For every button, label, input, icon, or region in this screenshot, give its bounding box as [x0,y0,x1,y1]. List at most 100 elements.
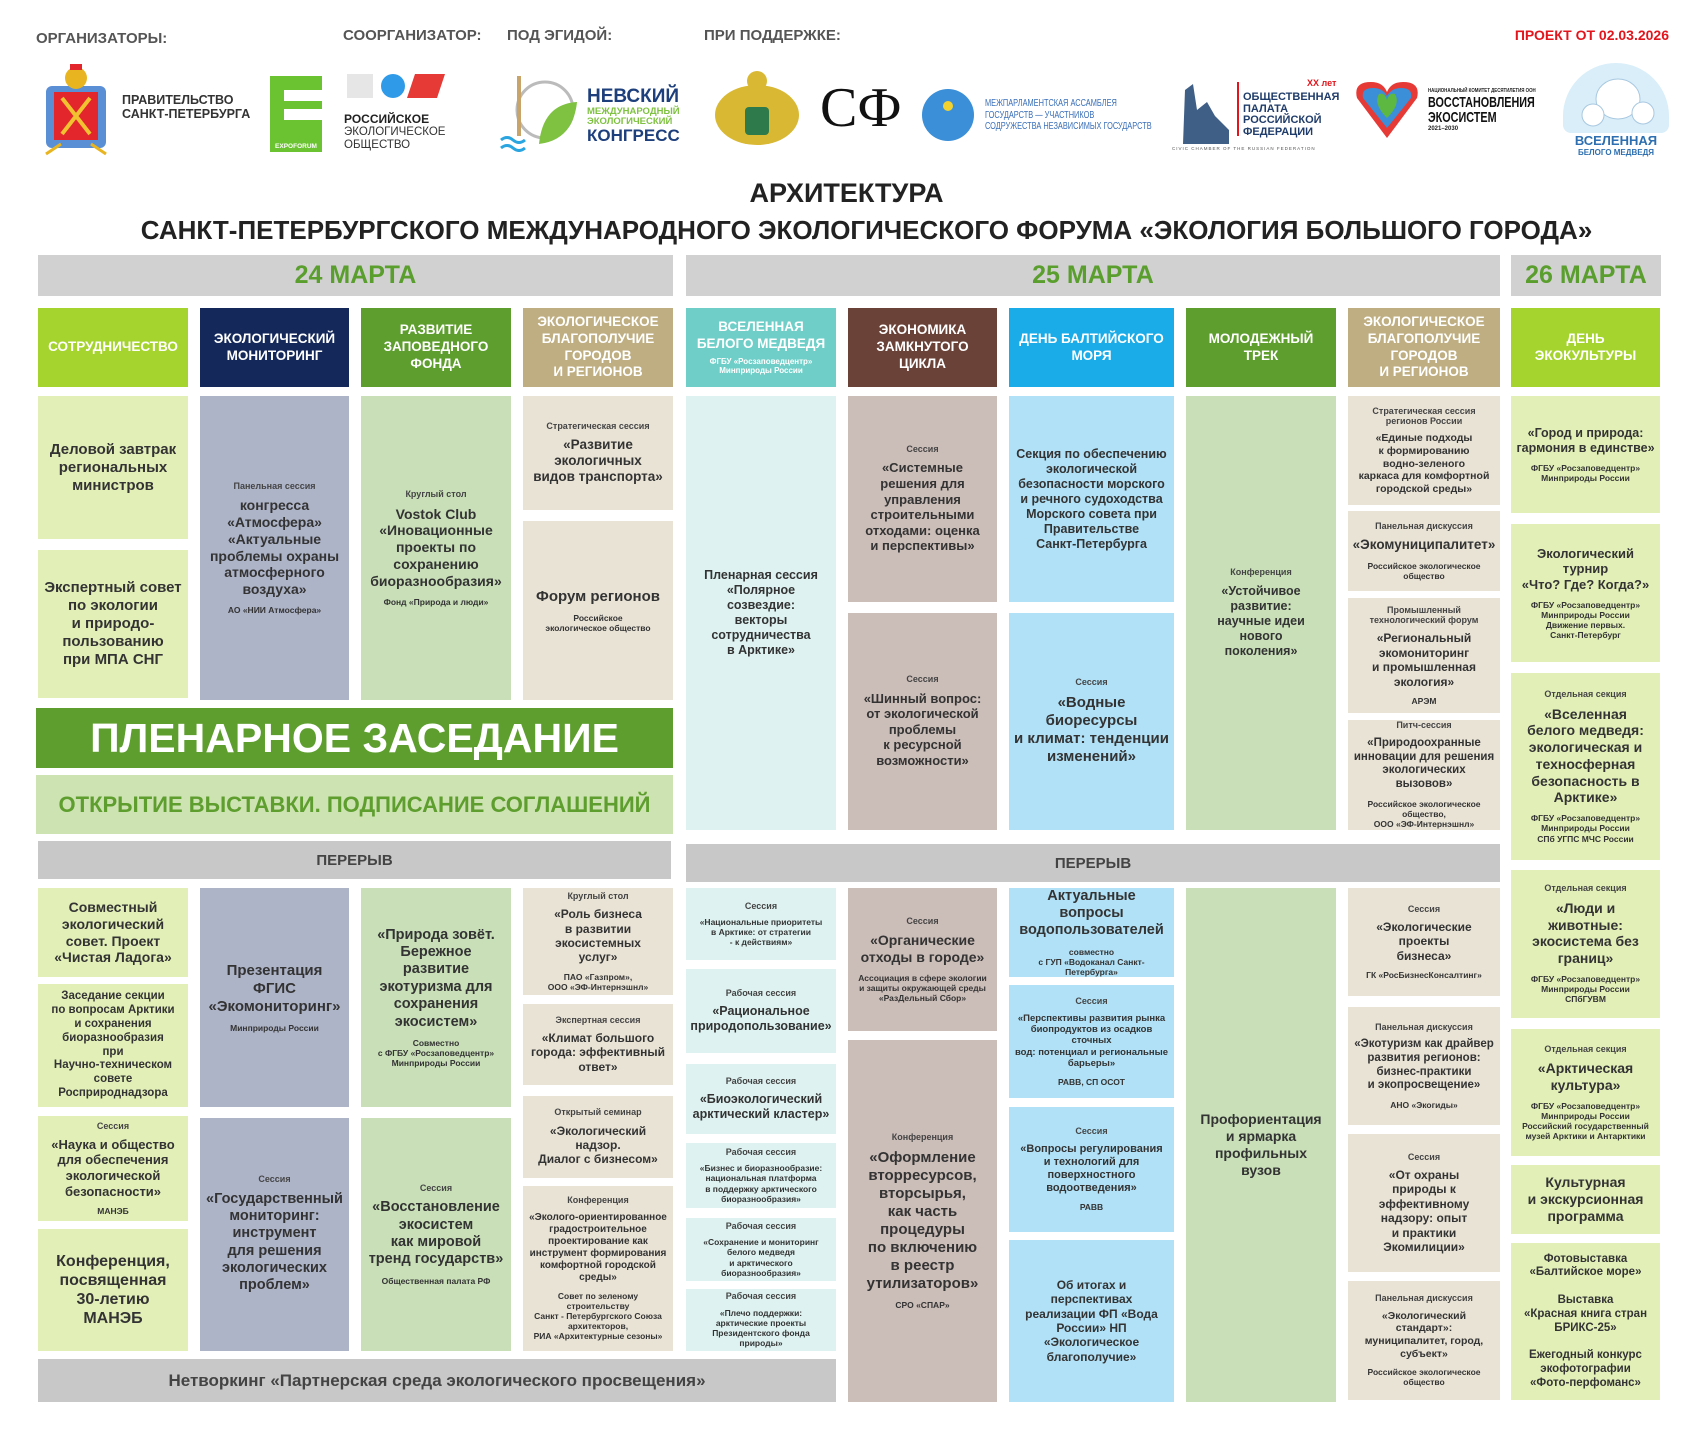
session-card: Рабочая сессия «Рациональное природопольз… [686,969,836,1053]
session-card: Сессия«Системные решения для управления … [848,396,997,602]
session-type: Стратегическая сессия [546,420,650,431]
session-card: Заседание секции по вопросам Арктики и с… [38,984,188,1107]
session-title: «Устойчивое развитие: научные идеи новог… [1217,583,1305,658]
session-title: «Сохранение и мониторинг белого медведя … [703,1237,819,1278]
session-title: Пленарная сессия «Полярное созвездие: ве… [704,568,818,657]
session-card: Промышленный технологический форум«Регио… [1348,598,1500,713]
track-header-title: ЭКОЛОГИЧЕСКОЕ БЛАГОПОЛУЧИЕ ГОРОДОВ И РЕГ… [537,313,659,380]
session-title: «Бизнес и биоразнообразие: национальная … [699,1163,823,1204]
session-organizer: ФГБУ «Росзаповедцентр» Минприроды России… [1530,973,1641,1005]
session-organizer: совместно с ГУП «Водоканал Санкт-Петербу… [1038,946,1145,978]
track-header: ЭКОЛОГИЧЕСКИЙ МОНИТОРИНГ [200,308,349,387]
session-card: Сессия «От охраны природы к эффективному … [1348,1134,1500,1272]
session-title: Конференция, посвященная 30-летию МАНЭБ [56,1252,170,1328]
session-type: Рабочая сессия [725,987,797,998]
session-card: Секция по обеспечению экологической безо… [1009,396,1174,602]
civic-divider [1237,82,1239,136]
reo-icons-logo [345,74,450,100]
track-header-title: ДЕНЬ ЭКОКУЛЬТУРЫ [1534,330,1637,363]
session-title: Vostok Club «Иновационные проекты по сох… [370,505,502,589]
session-title: «Системные решения для управления строит… [865,460,980,554]
session-organizer: ФГБУ «Росзаповедцентр» Минприроды России… [1522,1100,1649,1142]
session-title: «Региональный экомониторинг и промышленн… [1372,631,1476,689]
session-card: Сессия«Перспективы развития рынка биопро… [1009,985,1174,1098]
civic-english-text: CIVIC CHAMBER OF THE RUSSIAN FEDERATION [1172,146,1316,151]
session-card: Конференция«Устойчивое развитие: научные… [1186,396,1336,830]
session-title: «Единые подходы к формированию водно-зел… [1358,432,1490,495]
session-title: «Наука и общество для обеспечения эколог… [51,1136,175,1199]
civic-chamber-monument [1175,80,1233,144]
session-title: «Восстановление экосистем как мировой тр… [368,1199,504,1268]
session-title: «Биоэкологический арктический кластер» [692,1092,830,1122]
session-type: Круглый стол [405,489,467,500]
session-type: Сессия [1075,1126,1108,1137]
session-organizer: Общественная палата РФ [381,1275,491,1286]
polar-bear-logo-sub: БЕЛОГО МЕДВЕДЯ [1577,148,1655,157]
session-title: «От охраны природы к эффективному надзор… [1378,1168,1470,1254]
session-title: «Рациональное природопользование» [690,1004,832,1034]
track-header-title: СОТРУДНИЧЕСТВО [48,339,178,355]
session-card: Сессия«Органические отходы в городе»Ассо… [848,888,997,1031]
session-organizer: ФГБУ «Росзаповедцентр» Минприроды России… [1530,599,1641,641]
cis-assembly-emblem [922,89,974,141]
session-card: Сессия«Вопросы регулирования и технологи… [1009,1107,1174,1232]
session-card: Стратегическая сессия«Развитие экологичн… [523,396,673,510]
session-title: Заседание секции по вопросам Арктики и с… [51,990,175,1099]
session-title: Актуальные вопросы водопользователей [1019,887,1164,939]
session-organizer: Российское экологическое общество, ООО «… [1367,798,1481,830]
track-header-title: ЭКОЛОГИЧЕСКОЕ БЛАГОПОЛУЧИЕ ГОРОДОВ И РЕГ… [1363,313,1485,380]
draft-date: ПРОЕКТ ОТ 02.03.2026 [1514,27,1669,43]
session-title: «Арктическая культура» [1537,1060,1634,1093]
track-header-title: МОЛОДЕЖНЫЙ ТРЕК [1208,330,1314,363]
session-card: Пленарная сессия «Полярное созвездие: ве… [686,396,836,830]
session-title: Фотовыставка «Балтийское море» Выставка … [1523,1252,1648,1389]
ministry-eagle-emblem [711,67,803,155]
session-title: «Водные биоресурсы и климат: тенденции и… [1014,693,1169,765]
session-title: «Природа зовёт. Бережное развитие экотур… [377,926,495,1030]
session-type: Рабочая сессия [725,1291,797,1302]
day-25-march: 25 МАРТА [686,255,1500,296]
session-card: Экспертный совет по экологии и природо- … [38,550,188,698]
nevsky-logo-bottom: КОНГРЕСС [587,126,680,145]
track-header-title: ЭКОНОМИКА ЗАМКНУТОГО ЦИКЛА [876,322,969,371]
session-card: Рабочая сессия«Плечо поддержки: арктичес… [686,1289,836,1351]
track-header: МОЛОДЕЖНЫЙ ТРЕК [1186,308,1336,387]
organizers-label: ОРГАНИЗАТОРЫ: [36,30,168,47]
session-title: «Органические отходы в городе» [860,932,985,965]
track-header-sub: ФГБУ «Росзаповедцентр» Минприроды России [709,356,813,376]
session-type: Панельная дискуссия [1375,521,1473,532]
support-label: ПРИ ПОДДЕРЖКЕ: [704,27,841,44]
session-type: Отдельная секция [1544,883,1627,894]
civic-chamber-text: ОБЩЕСТВЕННАЯ ПАЛАТА РОССИЙСКОЙ ФЕДЕРАЦИИ [1243,91,1340,138]
un-decade-title: ВОССТАНОВЛЕНИЯ ЭКОСИСТЕМ [1428,94,1535,126]
session-title: «Природоохранные инновации для решения э… [1353,736,1495,791]
session-card: Сессия«Восстановление экосистем как миро… [361,1118,511,1351]
session-title: Экспертный совет по экологии и природо- … [44,579,182,668]
coorganizer-label: СООРГАНИЗАТОР: [343,27,482,44]
page-title: АРХИТЕКТУРА [749,178,944,208]
session-title: Об итогах и перспективах реализации ФП «… [1025,1277,1158,1364]
day-26-march: 26 МАРТА [1511,255,1661,296]
session-type: Сессия [906,915,939,926]
session-type: Рабочая сессия [725,1075,797,1086]
session-card: Экологический турнир «Что? Где? Когда?»Ф… [1511,524,1660,662]
session-type: Конференция [567,1195,629,1206]
session-card: Экспертная сессия«Климат большого города… [523,1004,673,1085]
session-organizer: РАВВ [1079,1202,1104,1213]
session-card: Конференция, посвященная 30-летию МАНЭБ [38,1229,188,1351]
session-title: «Вселенная белого медведя: экологическая… [1527,705,1644,806]
session-type: Рабочая сессия [725,1146,797,1157]
session-title: Профориентация и ярмарка профильных вузо… [1200,1111,1322,1178]
track-header: ЭКОЛОГИЧЕСКОЕ БЛАГОПОЛУЧИЕ ГОРОДОВ И РЕГ… [523,308,673,387]
session-type: Сессия [1407,1151,1441,1162]
session-title: Презентация ФГИС «Экомониторинг» [208,961,341,1015]
session-type: Панельная дискуссия [1375,1021,1473,1032]
session-card: Панельная дискуссия«Экотуризм как драйве… [1348,1007,1500,1125]
plenary-session-banner: ПЛЕНАРНОЕ ЗАСЕДАНИЕ [36,708,673,768]
nevsky-congress-emblem [499,74,581,152]
gov-logo-text: ПРАВИТЕЛЬСТВО САНКТ-ПЕТЕРБУРГА [122,93,251,122]
break-bar-24: ПЕРЕРЫВ [38,841,671,879]
